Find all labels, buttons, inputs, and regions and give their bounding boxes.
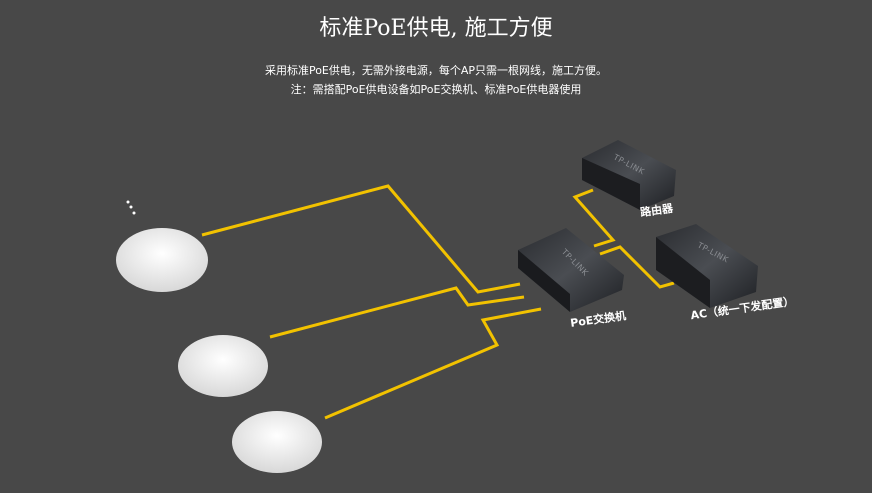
cable-ap3 xyxy=(324,307,542,420)
wifi-dots-icon xyxy=(126,200,136,215)
cable-ap2 xyxy=(269,286,525,339)
cables xyxy=(201,184,675,420)
cable-ac xyxy=(599,245,675,289)
description-line-2: 注：需搭配PoE供电设备如PoE交换机、标准PoE供电器使用 xyxy=(290,83,582,96)
access-point-1 xyxy=(116,228,208,292)
cable-ap1 xyxy=(201,184,521,294)
access-point-3 xyxy=(232,411,322,473)
poe-switch-device xyxy=(518,228,624,312)
router-device xyxy=(582,140,676,210)
description-line-1: 采用标准PoE供电，无需外接电源，每个AP只需一根网线，施工方便。 xyxy=(264,64,608,77)
page-title: 标准PoE供电, 施工方便 xyxy=(319,16,553,41)
access-point-2 xyxy=(178,335,268,397)
ac-device xyxy=(656,224,758,308)
cable-router xyxy=(572,188,616,248)
